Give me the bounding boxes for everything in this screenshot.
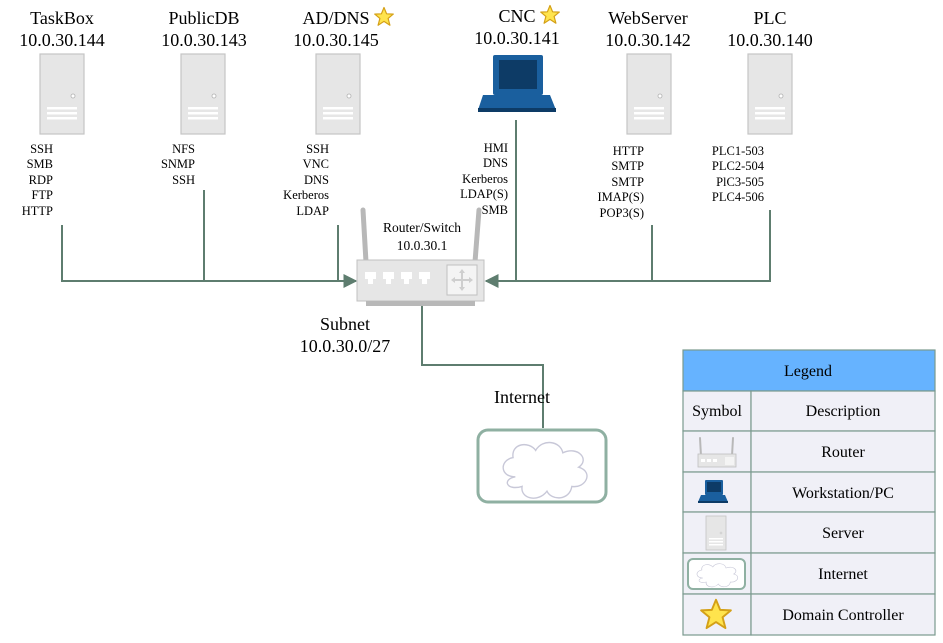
service-list: SSH SMB RDP FTP HTTP: [22, 142, 53, 218]
node-taskbox[interactable]: TaskBox 10.0.30.144 SSH SMB RDP FTP HTTP: [19, 8, 105, 218]
internet-label: Internet: [494, 387, 550, 407]
node-ip: 10.0.30.145: [293, 30, 379, 50]
domain-controller-star-icon: [540, 4, 560, 24]
subnet-label: Subnet: [320, 314, 370, 334]
node-name: AD/DNS: [302, 8, 369, 28]
service-label: PLC1-503: [712, 144, 764, 158]
router-icon: [697, 437, 737, 468]
node-name: CNC: [498, 6, 535, 26]
service-label: PLC2-504: [712, 159, 765, 173]
link-taskbox: [61, 225, 358, 288]
router-node[interactable]: Router/Switch 10.0.30.1: [356, 207, 485, 306]
node-publicdb[interactable]: PublicDB 10.0.30.143 NFS SNMP SSH: [161, 8, 247, 187]
service-label: NFS: [172, 142, 195, 156]
node-webserver[interactable]: WebServer 10.0.30.142 HTTP SMTP SMTP IMA…: [597, 8, 690, 220]
legend: Legend Symbol Description Router Worksta…: [682, 349, 936, 636]
service-label: SSH: [172, 173, 195, 187]
node-name: PLC: [753, 8, 786, 28]
subnet-cidr: 10.0.30.0/27: [300, 336, 391, 356]
node-ip: 10.0.30.143: [161, 30, 247, 50]
server-icon: [747, 53, 793, 135]
service-label: Kerberos: [283, 188, 329, 202]
service-label: VNC: [303, 157, 329, 171]
legend-row-description: Workstation/PC: [792, 485, 894, 502]
node-ip: 10.0.30.141: [474, 28, 560, 48]
legend-header-description: Description: [806, 403, 881, 420]
service-label: RDP: [29, 173, 53, 187]
server-icon: [180, 53, 226, 135]
node-ip: 10.0.30.140: [727, 30, 813, 50]
legend-row-description: Router: [821, 444, 865, 461]
service-label: SNMP: [161, 157, 195, 171]
service-label: DNS: [483, 156, 508, 170]
server-icon: [626, 53, 672, 135]
service-label: PlC3-505: [716, 175, 764, 189]
service-label: LDAP: [296, 204, 329, 218]
legend-row-description: Server: [822, 525, 864, 542]
internet-node[interactable]: Internet: [476, 387, 608, 504]
service-label: LDAP(S): [460, 187, 508, 201]
service-label: DNS: [304, 173, 329, 187]
router-name: Router/Switch: [383, 220, 461, 235]
service-list: NFS SNMP SSH: [161, 142, 195, 187]
service-label: SMTP: [611, 159, 644, 173]
service-label: Kerberos: [462, 172, 508, 186]
service-list: HTTP SMTP SMTP IMAP(S) POP3(S): [597, 144, 644, 220]
server-icon: [315, 53, 361, 135]
domain-controller-star-icon: [374, 6, 394, 26]
service-label: FTP: [31, 188, 53, 202]
service-label: SMB: [27, 157, 53, 171]
node-ip: 10.0.30.142: [605, 30, 691, 50]
service-label: POP3(S): [600, 206, 644, 220]
service-label: PLC4-506: [712, 190, 764, 204]
link-plc: [484, 210, 771, 288]
service-label: HTTP: [613, 144, 644, 158]
workstation-icon: [478, 55, 556, 112]
legend-header-symbol: Symbol: [692, 403, 742, 420]
service-label: IMAP(S): [597, 190, 644, 204]
service-label: SMTP: [611, 175, 644, 189]
connection-lines: [61, 120, 771, 428]
node-name: WebServer: [608, 8, 688, 28]
cloud-icon: [687, 558, 746, 590]
router-ip: 10.0.30.1: [397, 238, 448, 253]
service-label: SMB: [482, 203, 508, 217]
service-label: HMI: [484, 141, 508, 155]
legend-title: Legend: [784, 363, 832, 380]
node-name: TaskBox: [30, 8, 94, 28]
service-label: HTTP: [22, 204, 53, 218]
node-ip: 10.0.30.144: [19, 30, 105, 50]
link-internet: [421, 300, 544, 428]
router-icon: [356, 207, 485, 306]
service-list: PLC1-503 PLC2-504 PlC3-505 PLC4-506: [712, 144, 765, 204]
service-list: HMI DNS Kerberos LDAP(S) SMB: [460, 141, 508, 217]
server-icon: [39, 53, 85, 135]
node-cnc[interactable]: CNC 10.0.30.141 HMI DNS Kerberos LDAP(S)…: [460, 4, 560, 218]
service-label: SSH: [306, 142, 329, 156]
workstation-icon: [698, 480, 728, 503]
service-label: SSH: [30, 142, 53, 156]
legend-row-description: Internet: [818, 566, 868, 583]
node-name: PublicDB: [168, 8, 239, 28]
node-plc[interactable]: PLC 10.0.30.140 PLC1-503 PLC2-504 PlC3-5…: [712, 8, 813, 204]
node-addns[interactable]: AD/DNS 10.0.30.145 SSH VNC DNS Kerberos …: [283, 6, 394, 219]
legend-row-description: Domain Controller: [782, 607, 904, 624]
server-icon: [705, 515, 727, 551]
service-list: SSH VNC DNS Kerberos LDAP: [283, 142, 329, 218]
